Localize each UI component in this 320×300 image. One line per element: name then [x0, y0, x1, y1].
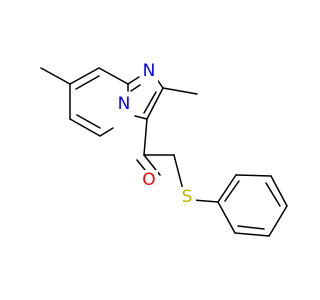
- bond-c8-c8a: [98, 67, 129, 85]
- imidazole-ring: [127, 76, 164, 120]
- bond-c8a-n1-double-inner: [130, 84, 141, 92]
- bond-ch2-s: [173, 154, 184, 191]
- bond-ph-1-2-inner: [224, 180, 240, 202]
- bond-c6-c5: [69, 118, 101, 137]
- bond-ph-4-5: [268, 205, 288, 237]
- bond-ph-3-4-inner: [265, 182, 281, 207]
- atom-o-carbonyl: O: [142, 170, 155, 190]
- atom-s-thioether: S: [182, 187, 193, 207]
- bond-ph-5-6: [234, 232, 270, 237]
- bond-c2-methyl: [162, 87, 198, 95]
- bond-c7-c8: [69, 67, 100, 85]
- atom-n-imidazole: N: [143, 61, 156, 81]
- pyridine-ring: [69, 67, 129, 137]
- atom-label-s: S: [178, 187, 196, 207]
- bond-ph-2-3: [235, 174, 272, 177]
- bond-c5-n4: [99, 127, 114, 137]
- bond-c6-c5-double: [76, 114, 101, 129]
- bond-c7-methyl: [40, 67, 71, 85]
- bond-ph-3-4: [270, 175, 288, 207]
- bond-ph-6-1: [217, 201, 236, 234]
- bond-c3-carbonyl-carbon: [143, 118, 148, 156]
- atom-label-o: O: [140, 170, 158, 190]
- phenyl-ring: [217, 174, 288, 237]
- bond-c8a-n1-double: [127, 76, 140, 85]
- atom-n-bridgehead: N: [118, 94, 131, 114]
- bond-ph-5-6-inner: [237, 225, 265, 230]
- atom-label-n1: N: [140, 61, 158, 82]
- bond-c2-c3-double: [146, 87, 164, 120]
- bond-c8-c8a-double: [75, 75, 100, 90]
- bond-c3-n4: [134, 115, 148, 120]
- atom-label-n4: N: [115, 94, 133, 114]
- molecule-structure-diagram: N N O S: [40, 61, 288, 237]
- bond-ph-1-2: [217, 174, 237, 203]
- bond-c2-c3-inner: [143, 91, 157, 114]
- bond-s-phenyl: [192, 199, 219, 203]
